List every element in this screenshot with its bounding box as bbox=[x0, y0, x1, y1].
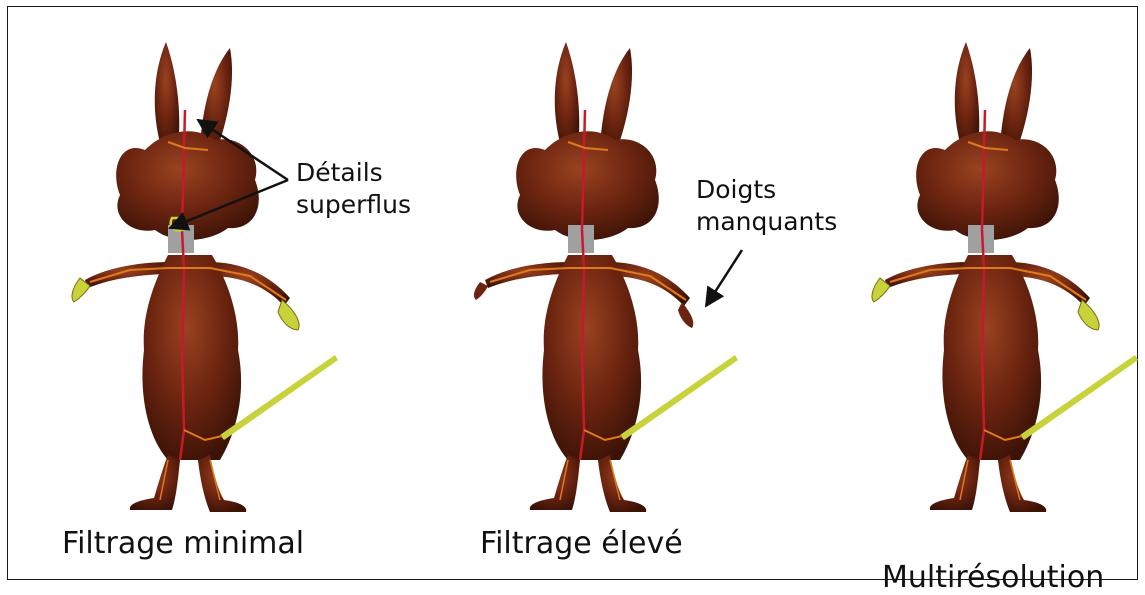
annotation-details-line2: superflus bbox=[296, 189, 411, 221]
caption-filtrage-eleve: Filtrage élevé bbox=[480, 526, 683, 561]
annotation-fingers-line2: manquants bbox=[696, 206, 837, 238]
annotation-fingers-line1: Doigts bbox=[696, 174, 837, 206]
annotation-fingers: Doigts manquants bbox=[696, 174, 837, 238]
panel-filtrage-minimal bbox=[40, 30, 380, 520]
panel-multiresolution bbox=[840, 30, 1145, 520]
creature-minimal-image bbox=[40, 30, 380, 520]
caption-multiresolution: Multirésolution bbox=[882, 560, 1104, 595]
annotation-details-line1: Détails bbox=[296, 157, 411, 189]
panel-filtrage-eleve bbox=[440, 30, 780, 520]
annotation-details: Détails superflus bbox=[296, 157, 411, 221]
creature-multiresolution-image bbox=[840, 30, 1145, 520]
creature-eleve-image bbox=[440, 30, 780, 520]
caption-filtrage-minimal: Filtrage minimal bbox=[62, 526, 304, 561]
